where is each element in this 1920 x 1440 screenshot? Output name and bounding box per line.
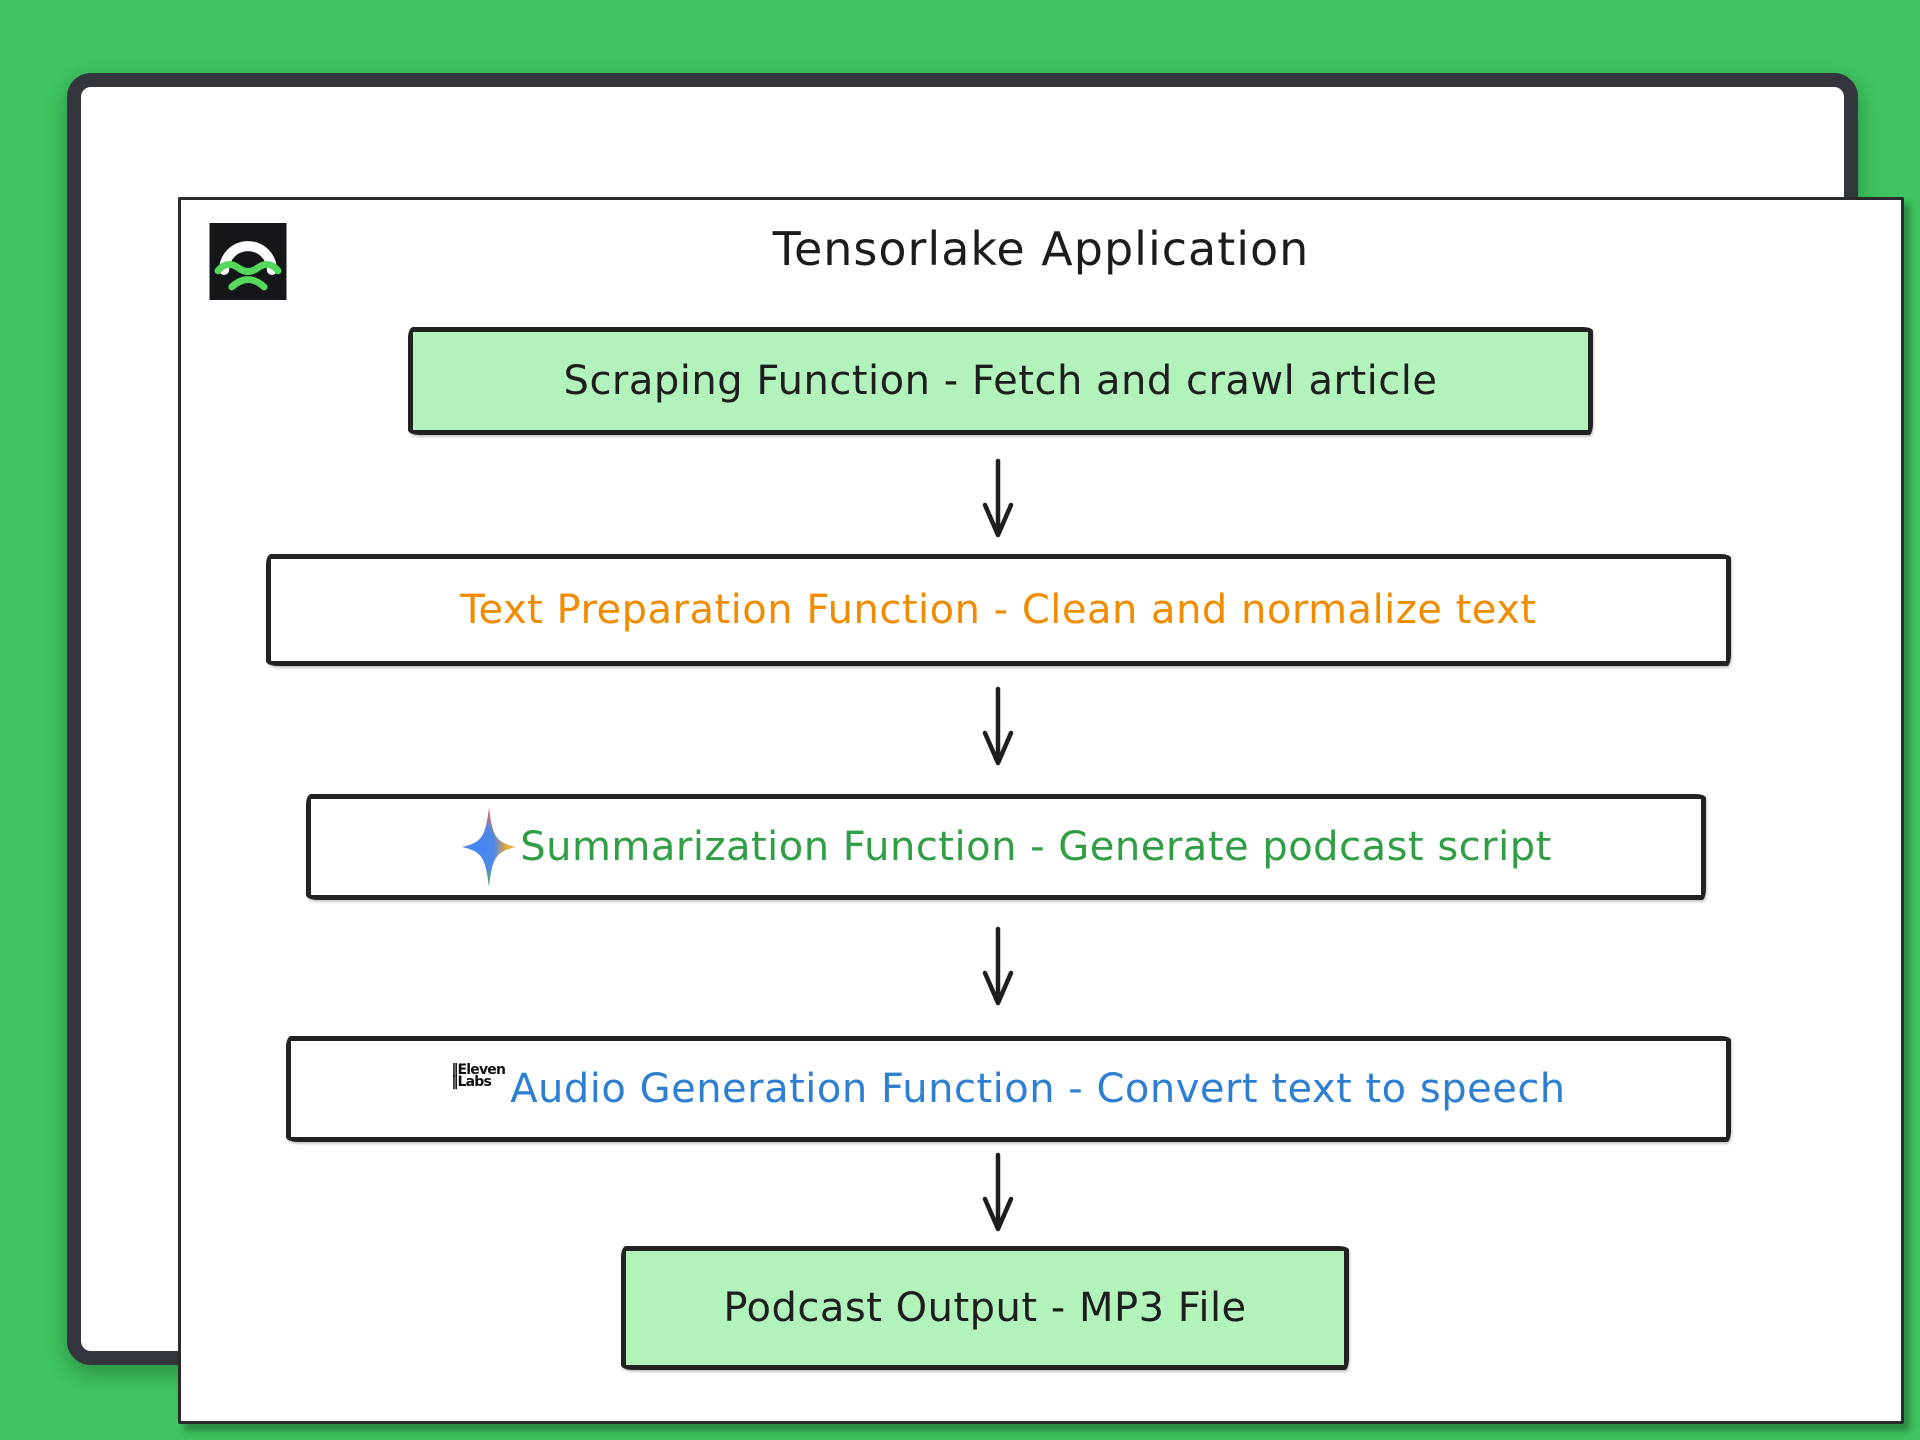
node-label: Podcast Output - MP3 File — [723, 1285, 1247, 1331]
elevenlabs-wordmark-line: ‖Eleven — [451, 1062, 506, 1078]
node-scraping-function: Scraping Function - Fetch and crawl arti… — [408, 327, 1593, 435]
diagram-title: Tensorlake Application — [772, 222, 1310, 276]
node-label: Text Preparation Function - Clean and no… — [460, 587, 1537, 633]
node-podcast-output: Podcast Output - MP3 File — [621, 1246, 1349, 1370]
node-label: Scraping Function - Fetch and crawl arti… — [563, 358, 1438, 404]
node-label: Summarization Function - Generate podcas… — [520, 824, 1552, 870]
gemini-star-icon — [460, 803, 518, 891]
elevenlabs-logo-icon: ‖Eleven ‖Labs — [451, 1062, 506, 1090]
node-audio-generation-function: ‖Eleven ‖Labs Audio Generation Function … — [286, 1036, 1731, 1142]
node-summarization-function: Summarization Function - Generate podcas… — [306, 794, 1706, 900]
arrow-down-icon — [982, 926, 1014, 1006]
node-label: Audio Generation Function - Convert text… — [510, 1066, 1566, 1112]
arrow-down-icon — [982, 1152, 1014, 1232]
elevenlabs-wordmark-line: ‖Labs — [451, 1074, 492, 1090]
tensorlake-logo-icon — [209, 223, 287, 300]
diagram-frame: Tensorlake Application Scraping Function… — [67, 73, 1904, 1424]
arrow-down-icon — [982, 686, 1014, 766]
arrow-down-icon — [982, 458, 1014, 538]
node-text-preparation-function: Text Preparation Function - Clean and no… — [266, 554, 1731, 666]
flowchart-container: Tensorlake Application Scraping Function… — [178, 197, 1904, 1424]
